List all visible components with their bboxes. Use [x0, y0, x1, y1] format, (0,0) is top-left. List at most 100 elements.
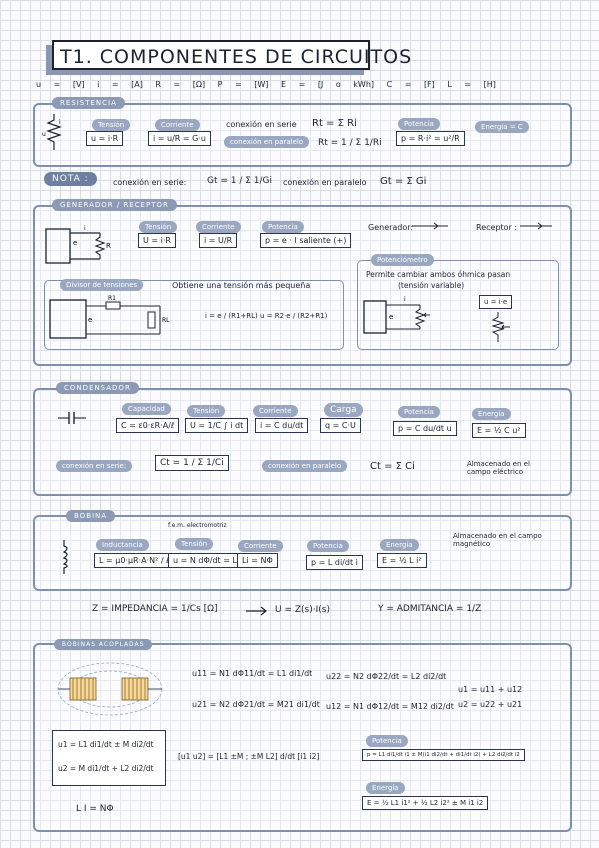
divisor-text: Obtiene una tensión más pequeña — [172, 281, 311, 290]
svg-text:u: u — [42, 131, 46, 138]
unit-voltage: u = [V] — [36, 80, 85, 89]
acopladas-sys1: u1 = L1 di1/dt ± M di2/dt — [58, 740, 154, 749]
unit-capacitance: C = [F] — [386, 80, 435, 89]
bobina-fem-text: f.e.m. electromotriz — [168, 522, 227, 529]
right-arrow-icon — [246, 606, 267, 616]
units-row: u = [V] i = [A] R = [Ω] P = [W] E = [J o… — [36, 80, 496, 89]
inductor-icon — [62, 540, 68, 574]
condensador-capacidad-formula: C = ε0·εR·A/ℓ — [116, 418, 180, 433]
unit-power: P = [W] — [217, 80, 269, 89]
receptor-arrow-icon — [520, 222, 552, 230]
condensador-serie-formula: Ct = 1 / Σ 1/Ci — [155, 455, 229, 471]
divisor-formula-2: u = R2·e / (R2+R1) — [260, 312, 328, 320]
acopladas-li-formula: L I = NΦ — [76, 804, 114, 814]
condensador-capacidad-label: Capacidad — [122, 403, 171, 415]
condensador-energia-label: Energía — [472, 408, 511, 420]
coupled-coils-icon — [57, 662, 163, 716]
acopladas-eq6: u2 = u22 + u21 — [458, 700, 523, 709]
condensador-corriente-label: Corriente — [253, 405, 298, 417]
resistencia-paralelo-formula: Rt = 1 / Σ 1/Ri — [318, 138, 382, 148]
condensador-paralelo-label: conexión en paralelo — [262, 460, 348, 472]
resistencia-energia-label: Energía = C — [475, 121, 529, 133]
generador-tension-formula: U = i·R — [138, 233, 176, 248]
condensador-paralelo-formula: Ct = Σ Ci — [370, 461, 415, 472]
condensador-header: CONDENSADOR — [56, 382, 139, 394]
potenciometro-box — [357, 260, 559, 350]
bobina-header: BOBINA — [66, 510, 116, 522]
condensador-potencia-formula: p = C du/dt u — [393, 421, 457, 436]
bobina-energia-label: Energía — [380, 539, 419, 551]
potenciometro-text-2: (tensión variable) — [398, 281, 465, 290]
potenciometro-text-1: Permite cambiar ambos óhmica pasan — [366, 270, 511, 279]
svg-text:e: e — [73, 239, 77, 247]
acopladas-eq2: u22 = N2 dΦ22/dt = L2 di2/dt — [326, 672, 447, 681]
svg-text:RL: RL — [162, 317, 170, 324]
bobina-almacenado-text: Almacenado en el campo magnético — [453, 532, 542, 548]
resistencia-serie-formula: Rt = Σ Ri — [312, 118, 357, 129]
unit-energy: E = [J o kWh] — [280, 80, 375, 89]
resistencia-tension-formula: u = i·R — [86, 131, 124, 146]
generador-generador-text: Generador: — [368, 223, 414, 232]
resistencia-tension-label: Tensión — [92, 119, 131, 131]
resistencia-corriente-formula: i = u/R = G·u — [148, 131, 211, 146]
generador-potencia-formula: p = e · I saliente (+) — [260, 233, 352, 248]
resistencia-potencia-label: Potencia — [398, 118, 440, 130]
acopladas-eq1: u11 = N1 dΦ11/dt = L1 di1/dt — [192, 669, 313, 678]
page-title: T1. COMPONENTES DE CIRCUITOS — [52, 40, 411, 70]
resistencia-corriente-label: Corriente — [155, 119, 200, 131]
bobina-potencia-formula: p = L di/dt i — [306, 555, 363, 570]
variable-resistor-icon — [491, 312, 510, 342]
acopladas-system-box — [52, 730, 166, 786]
resistencia-serie-text: conexión en serie — [226, 120, 297, 129]
bobina-corriente-label: Corriente — [238, 540, 283, 552]
nota-serie-formula: Gt = 1 / Σ 1/Gi — [207, 176, 273, 186]
bobina-inductancia-label: Inductancia — [96, 539, 149, 551]
generator-circuit-icon: e R i — [45, 225, 111, 264]
acopladas-eq3: u21 = N2 dΦ21/dt = M21 di1/dt — [192, 700, 320, 709]
condensador-tension-label: Tensión — [187, 405, 226, 417]
acopladas-eq4: u12 = N1 dΦ12/dt = M12 di2/dt — [326, 702, 454, 711]
svg-text:i: i — [59, 119, 61, 126]
condensador-tension-formula: U = 1/C ∫ i dt — [185, 418, 249, 433]
svg-text:i: i — [84, 225, 86, 232]
condensador-corriente-formula: i = C du/dt — [255, 418, 309, 433]
nota-paralelo-text: conexión en paralelo — [283, 178, 367, 187]
acopladas-potencia-label: Potencia — [366, 735, 408, 747]
acopladas-eq5: u1 = u11 + u12 — [458, 685, 523, 694]
divisor-circuit-icon: e R1 RL — [49, 295, 170, 339]
condensador-potencia-label: Potencia — [398, 406, 440, 418]
divisor-formula-1: i = e / (R1+RL) — [205, 312, 258, 320]
condensador-energia-formula: E = ½ C u² — [472, 423, 526, 438]
condensador-serie-label: conexión en serie: — [56, 460, 133, 472]
unit-inductance: L = [H] — [447, 80, 496, 89]
resistencia-header: RESISTENCIA — [52, 97, 125, 109]
acopladas-energia-label: Energía — [366, 782, 405, 794]
nota-serie-text: conexión en serie: — [113, 178, 187, 187]
impedancia-u-formula: U = Z(s)·I(s) — [275, 605, 330, 615]
nota-label: NOTA : — [44, 172, 97, 186]
bobina-inductancia-formula: L = μ0·μR·A·N² / ℓ — [94, 553, 175, 568]
impedancia-z-formula: Z = IMPEDANCIA = 1/Cs [Ω] — [92, 604, 218, 614]
svg-text:R1: R1 — [108, 295, 116, 302]
acopladas-potencia-formula: p = L1 di1/dt i1 ± M(i1 di2/dt + di1/dt … — [362, 749, 525, 761]
nota-paralelo-formula: Gt = Σ Gi — [380, 176, 427, 187]
condensador-carga-label: Carga — [324, 403, 363, 417]
svg-text:e: e — [88, 316, 92, 324]
condensador-almacenado-text: Almacenado en el campo eléctrico — [467, 460, 530, 476]
acopladas-energia-formula: E = ½ L1 i1² + ½ L2 i2² ± M i1 i2 — [362, 796, 489, 810]
bobina-energia-formula: E = ½ L i² — [377, 553, 427, 568]
svg-text:e: e — [389, 313, 393, 321]
acopladas-header: BOBINAS ACOPLADAS — [54, 639, 153, 650]
generador-corriente-formula: i = U/R — [199, 233, 238, 248]
generador-header: GENERADOR / RECEPTOR — [52, 199, 177, 211]
bobina-tension-label: Tensión — [175, 538, 214, 550]
divisor-label: Divisor de tensiones — [60, 279, 144, 291]
unit-resistance: R = [Ω] — [155, 80, 206, 89]
generador-potencia-label: Potencia — [262, 221, 304, 233]
divisor-box — [44, 280, 344, 350]
acopladas-sys2: u2 = M di1/dt + L2 di2/dt — [58, 764, 154, 773]
potentiometer-circuit-icon: e i — [363, 296, 430, 334]
generador-receptor-text: Receptor : — [476, 223, 518, 232]
svg-text:R: R — [106, 242, 111, 250]
svg-text:i: i — [404, 296, 406, 303]
